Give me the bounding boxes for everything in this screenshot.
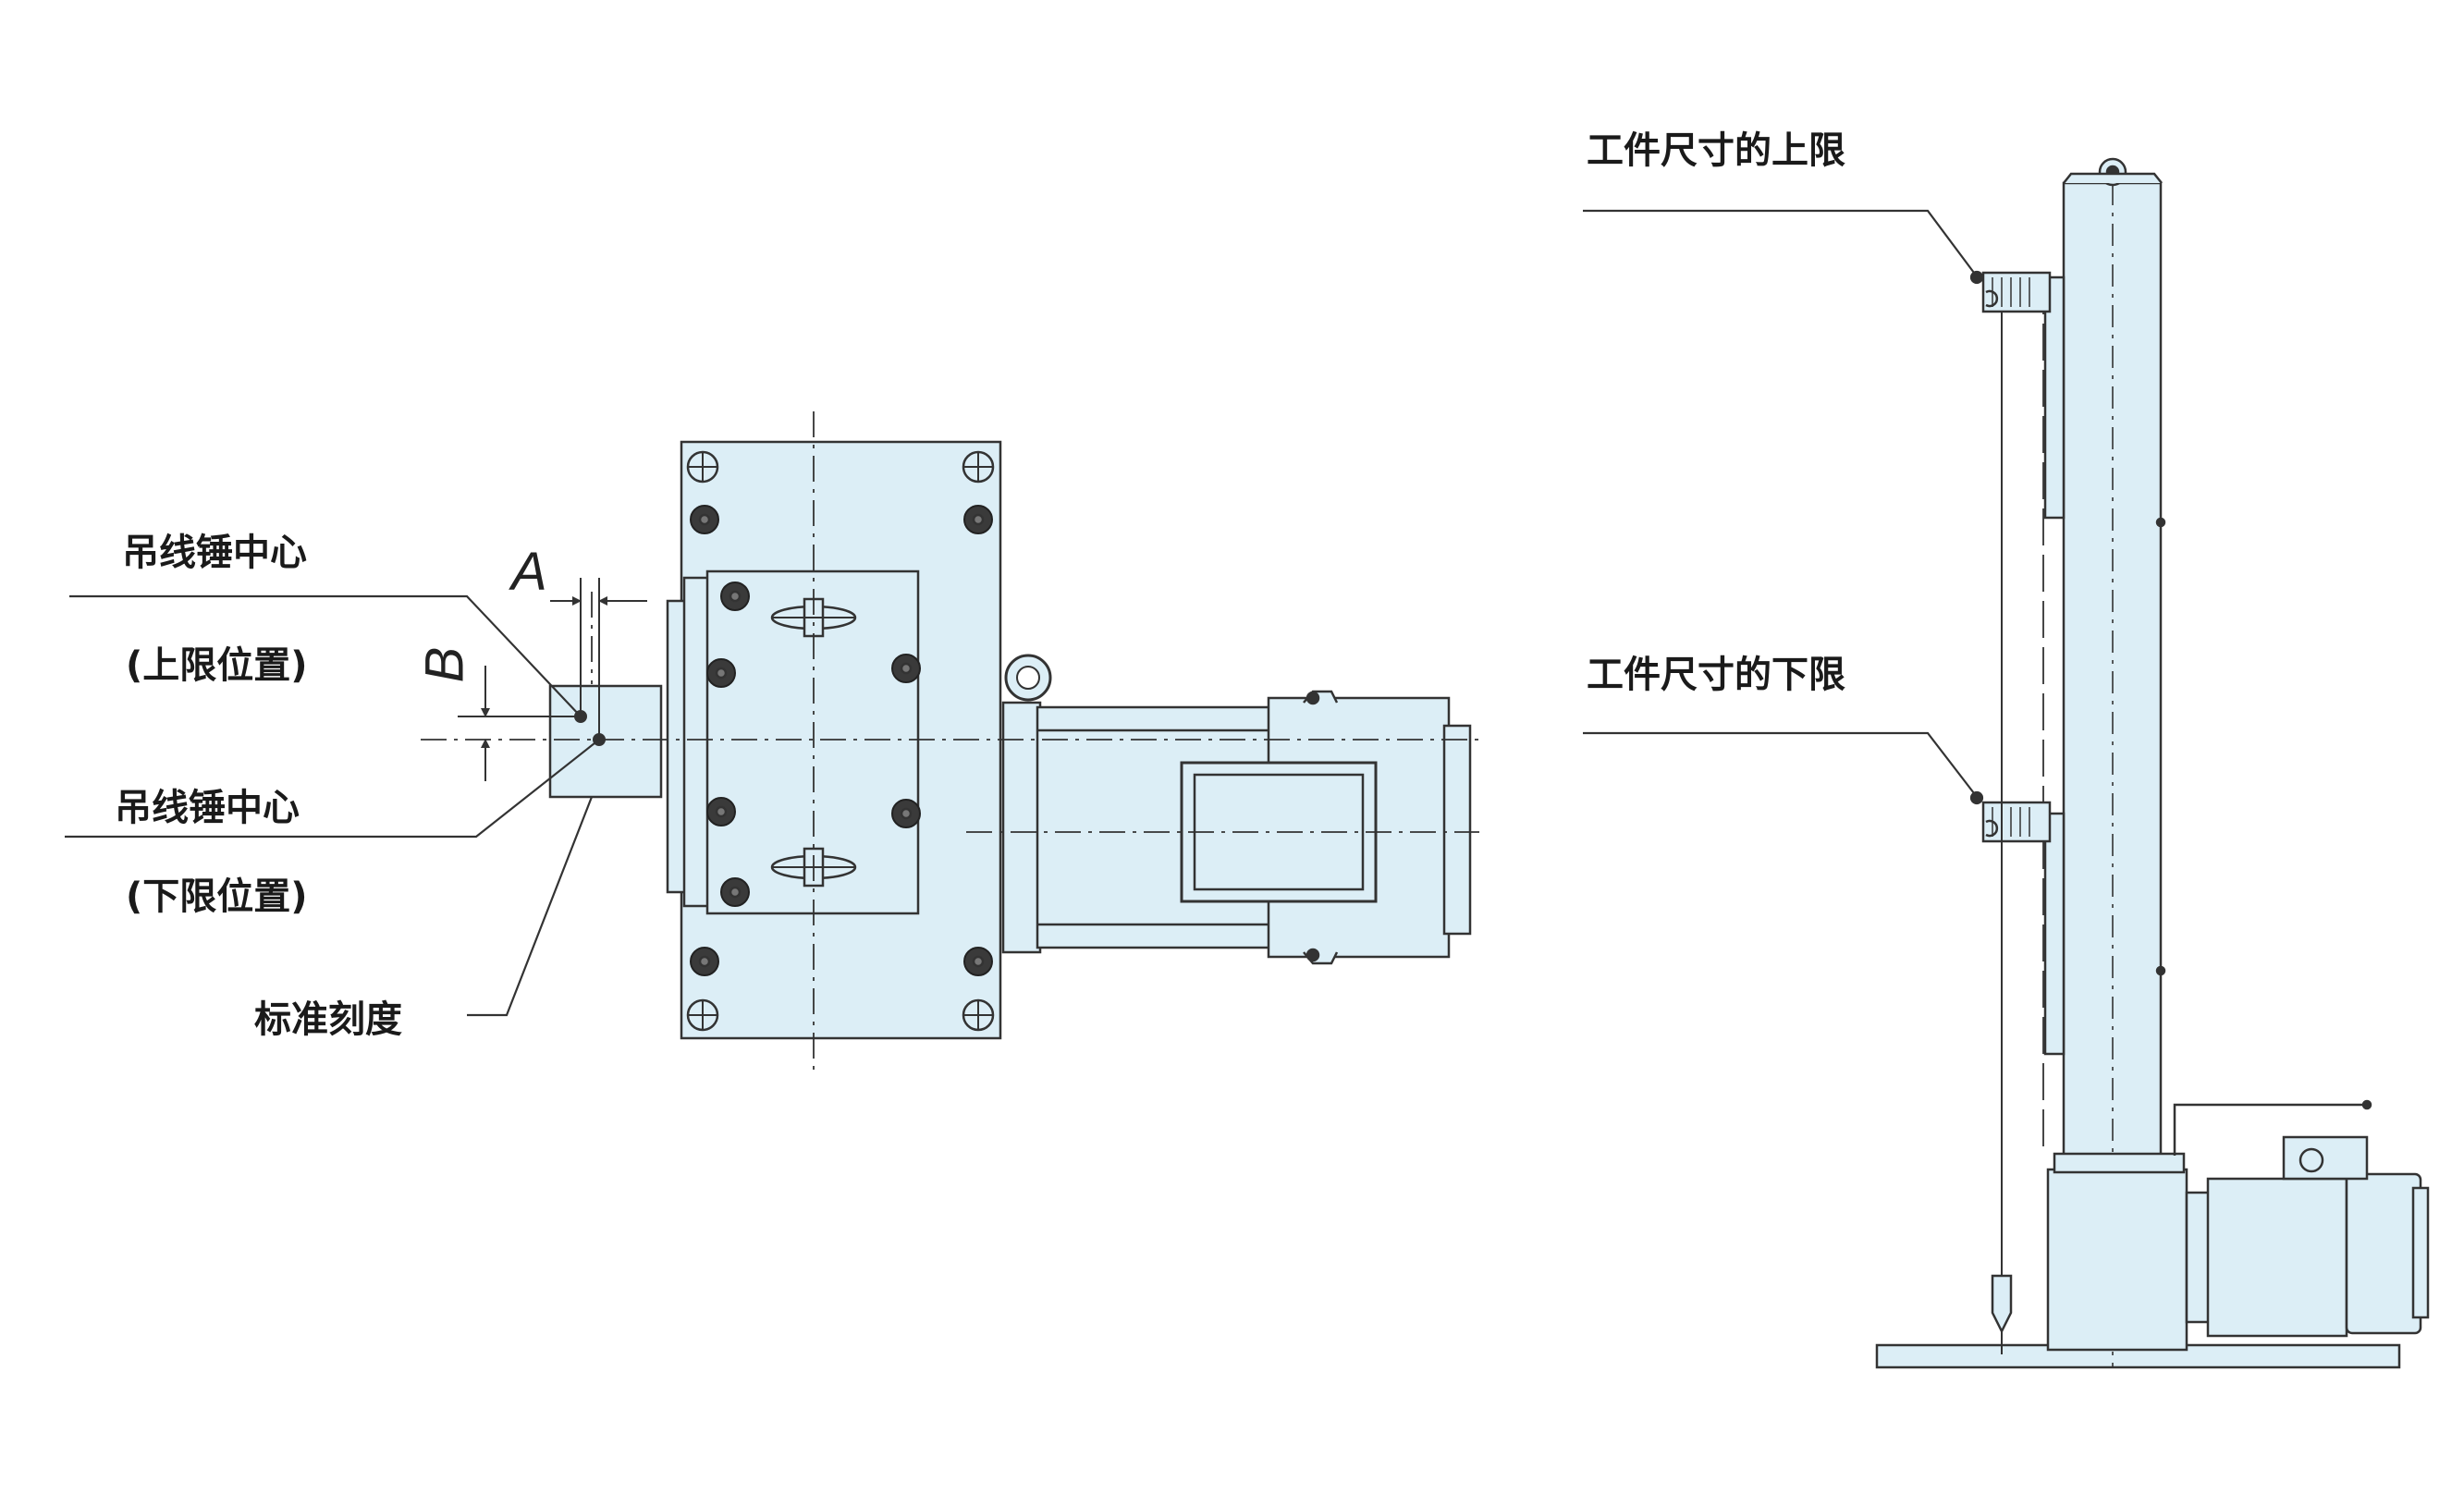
- standard-scale-label: 标准刻度: [254, 998, 402, 1041]
- lower-position-label: (下限位置): [126, 875, 308, 918]
- plumb-center-lower-label: 吊线锤中心: [115, 787, 300, 829]
- dimension-a-label: A: [511, 542, 547, 602]
- center-lines-left: [421, 411, 1479, 1077]
- side-view: [1875, 157, 2430, 1369]
- leader-lines-right: [1583, 209, 1984, 805]
- gear-housing: [2046, 1168, 2188, 1352]
- workpiece-upper-limit-label: 工件尺寸的上限: [1587, 129, 1845, 172]
- leader-lines-left: [65, 594, 600, 1017]
- workpiece-lower-limit-label: 工件尺寸的下限: [1587, 654, 1845, 696]
- dimension-b-label: B: [414, 646, 475, 683]
- top-view: [548, 440, 1472, 1040]
- plumb-center-upper-label: 吊线锤中心: [122, 532, 307, 574]
- plumb-bob: [1991, 1274, 2013, 1334]
- upper-position-label: (上限位置): [126, 644, 308, 687]
